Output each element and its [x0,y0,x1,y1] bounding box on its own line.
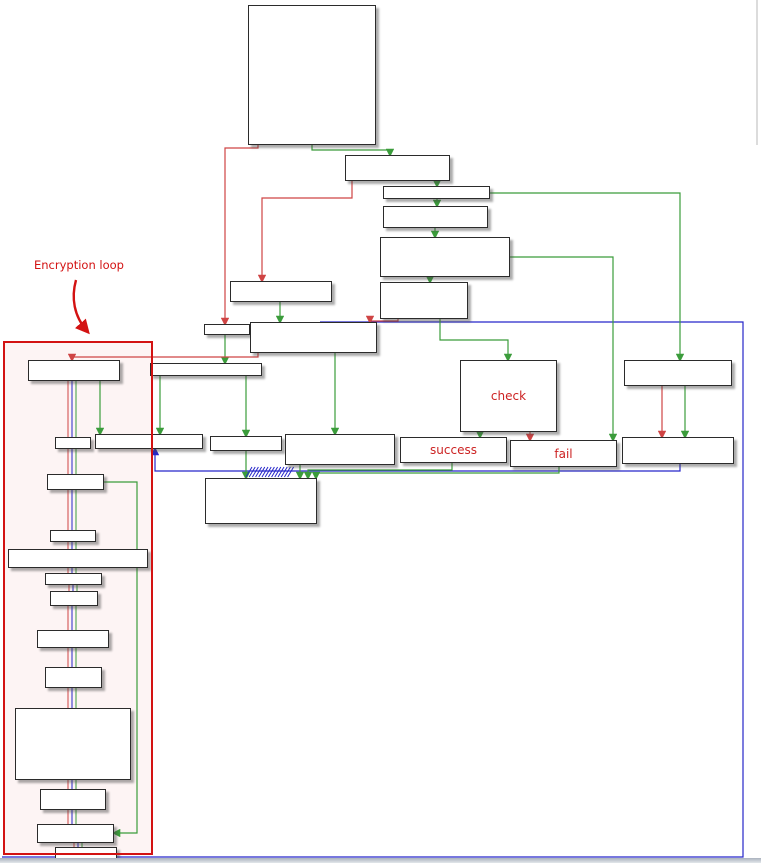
block-loop-4[interactable] [50,530,96,542]
block-loop-8[interactable] [37,630,109,648]
block-b4[interactable] [380,237,510,277]
block-loop-7[interactable] [50,591,98,606]
block-entry[interactable] [248,5,376,145]
block-check[interactable]: check [460,360,557,432]
block-success-label: success [430,443,477,457]
edge-blue [264,466,272,478]
edge-blue [271,466,279,478]
edge-blue [150,446,681,472]
block-loop-9[interactable] [45,667,102,688]
edge-blue [283,466,291,478]
block-loop-5[interactable] [8,549,148,568]
block-b10[interactable] [624,360,732,386]
edge-blue [251,466,259,478]
block-b7[interactable] [204,324,250,335]
edge-green [104,481,138,838]
block-b12[interactable] [210,436,282,451]
window-bottom-edge [0,858,761,863]
block-loop-2[interactable] [55,437,91,449]
edge-blue [277,466,285,478]
edge-blue [261,466,269,478]
edge-green [311,467,560,481]
edge-blue [274,466,282,478]
edge-green [439,319,513,363]
edge-blue [248,466,256,478]
block-b5[interactable] [230,281,332,302]
encryption-loop-region-border [3,341,153,855]
edge-green [490,192,685,363]
block-loop-11[interactable] [40,789,106,810]
edge-blue [2,321,744,858]
block-b3[interactable] [383,206,488,228]
block-check-label: check [490,389,527,403]
edge-red [257,181,353,284]
edge-green [311,145,395,158]
block-loop-3[interactable] [47,474,104,490]
edge-green [303,463,453,481]
edge-blue [245,466,253,478]
edge-red [67,353,259,363]
block-success[interactable]: success [400,437,507,463]
block-b9[interactable] [150,363,262,376]
block-b1[interactable] [345,155,450,181]
edge-green [510,256,618,443]
block-b2[interactable] [383,186,490,199]
block-fail[interactable]: fail [510,440,617,467]
block-b11[interactable] [95,434,203,449]
edge-red [365,315,399,325]
edge-red [220,145,259,327]
edge-blue [280,466,288,478]
edge-blue [267,466,275,478]
edge-blue [255,466,263,478]
annotation-label: Encryption loop [34,258,124,272]
scrollbar-edge[interactable] [756,0,758,145]
block-b6[interactable] [380,282,468,319]
block-b14[interactable] [622,437,734,464]
block-b15[interactable] [205,478,317,524]
block-fail-label: fail [554,446,573,461]
block-loop-10[interactable] [15,708,131,780]
block-loop-6[interactable] [45,573,102,585]
edge-blue [258,466,266,478]
edge-blue [287,466,295,478]
block-b13[interactable] [285,434,395,465]
block-b8[interactable] [250,322,377,353]
